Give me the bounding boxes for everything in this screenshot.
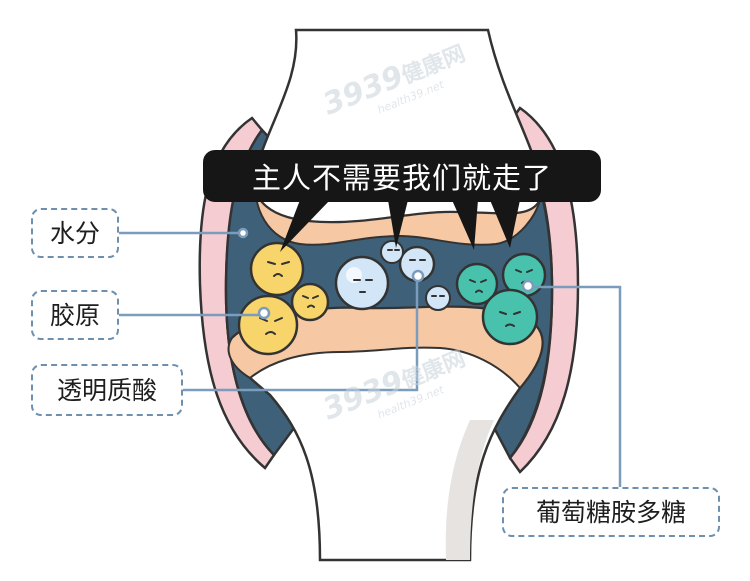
speech-bubble-text: 主人不需要我们就走了 — [251, 161, 552, 195]
leader-dot-water — [237, 227, 249, 239]
leader-hyaluronic — [183, 278, 419, 392]
lower-bone-shadow — [445, 420, 494, 560]
label-glycosaminoglycan: 葡萄糖胺多糖 — [502, 487, 720, 537]
collagen-molecule — [237, 241, 330, 356]
hyaluronic-acid-molecule — [334, 240, 451, 311]
label-hyaluronic-acid: 透明质酸 — [31, 364, 183, 416]
label-water: 水分 — [31, 208, 119, 258]
leader-glycosaminoglycan — [528, 285, 622, 487]
label-collagen: 胶原 — [31, 290, 119, 340]
leader-dot-glycosaminoglycan — [521, 279, 535, 293]
leader-dot-collagen — [257, 306, 271, 320]
leader-dot-hyaluronic — [411, 269, 425, 283]
glycosaminoglycan-molecule — [455, 252, 547, 346]
speech-bubble — [203, 150, 601, 252]
